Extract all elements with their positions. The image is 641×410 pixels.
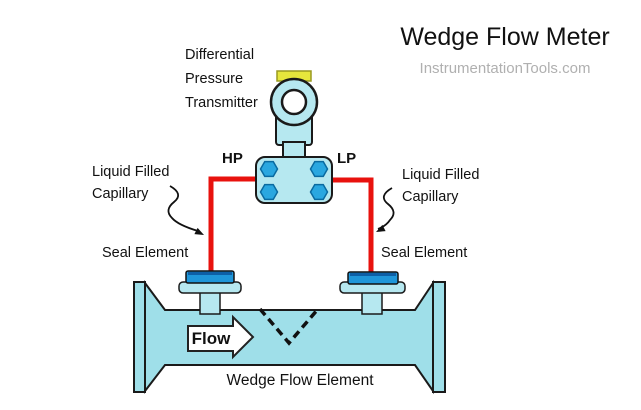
dp-transmitter xyxy=(269,70,319,160)
seal-element-right xyxy=(339,271,406,315)
annotation-arrow-left xyxy=(167,185,204,235)
capillary-tubing xyxy=(208,176,374,272)
page-title: Wedge Flow Meter xyxy=(400,23,610,51)
capillary-label-right: Liquid Filled Capillary xyxy=(402,167,480,205)
wedge-element-label: Wedge Flow Element xyxy=(226,372,374,389)
seal-element-left xyxy=(178,270,242,315)
transmitter-label: Differential Pressure Transmitter xyxy=(185,47,258,111)
seal-stem xyxy=(361,291,383,315)
hp-port-label: HP xyxy=(222,150,243,167)
annotation-arrow-right xyxy=(376,187,395,232)
capillary-line-right xyxy=(330,177,374,272)
bolt-icon xyxy=(259,183,279,201)
seal-diaphragm-shade xyxy=(350,273,396,276)
seal-diaphragm-shade xyxy=(188,272,232,275)
flow-arrow-icon xyxy=(187,314,255,360)
seal-label-right: Seal Element xyxy=(381,245,468,261)
capillary-label-left: Liquid Filled Capillary xyxy=(92,164,170,202)
seal-label-left: Seal Element xyxy=(102,245,189,261)
pipe-flange-right xyxy=(432,281,446,393)
transmitter-head-window xyxy=(280,88,308,116)
lp-port-label: LP xyxy=(337,150,357,167)
flow-label: Flow xyxy=(191,329,231,348)
bolt-icon xyxy=(309,183,329,201)
transmitter-manifold xyxy=(255,156,333,204)
watermark-text: InstrumentationTools.com xyxy=(419,60,591,77)
bolt-icon xyxy=(309,160,329,178)
capillary-line-left xyxy=(208,176,258,272)
wedge-dashed-outline xyxy=(258,307,320,346)
pipe-flange-left xyxy=(133,281,146,393)
seal-stem xyxy=(199,291,221,315)
bolt-icon xyxy=(259,160,279,178)
